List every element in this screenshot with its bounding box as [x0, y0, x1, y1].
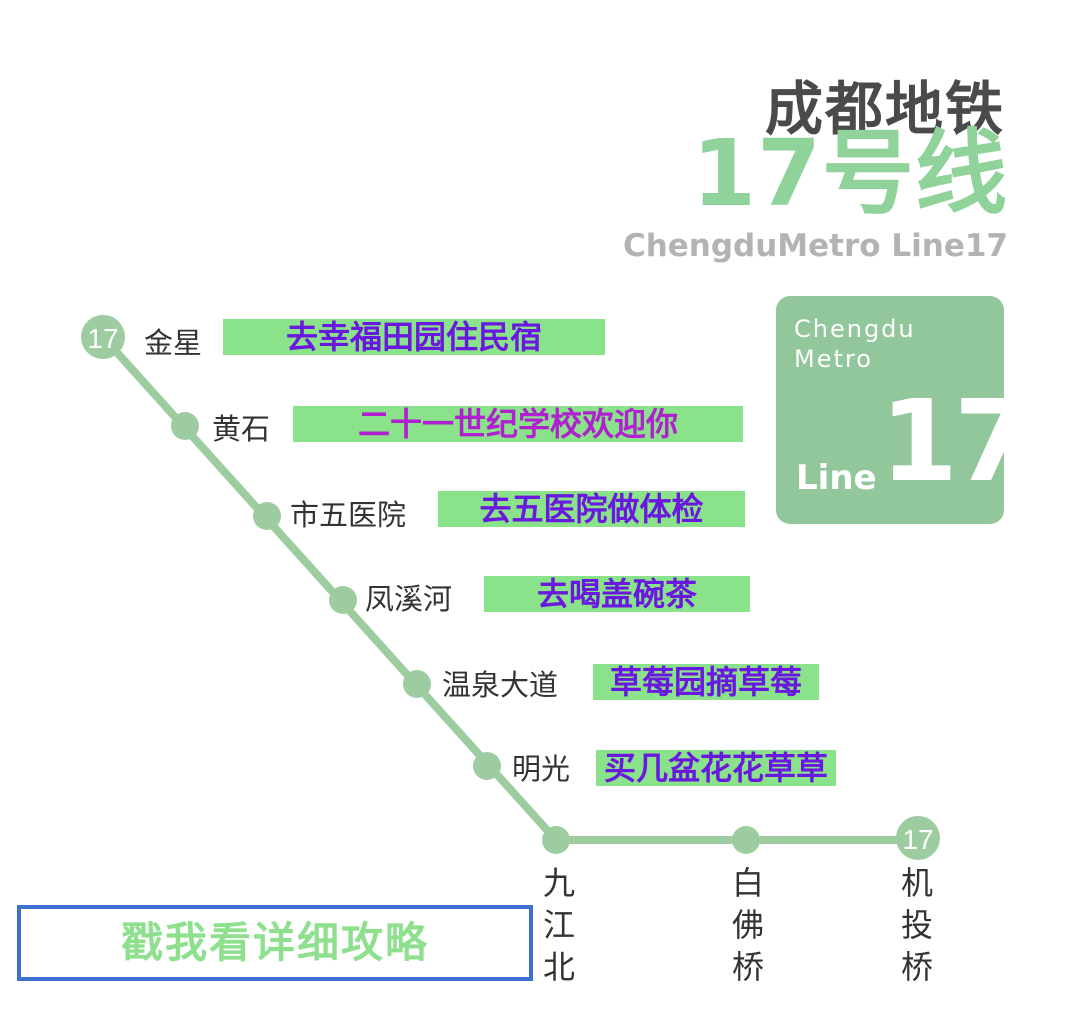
station-dot-jinxing [81, 315, 125, 359]
details-guide-button[interactable]: 戳我看详细攻略 [17, 905, 533, 981]
station-dot-mingguang [473, 752, 501, 780]
station-note: 草莓园摘草莓 [593, 664, 819, 700]
station-dot-jitouqiao [896, 816, 940, 860]
station-name: 明光 [512, 752, 571, 786]
station-dot-baifoqiao [732, 826, 760, 854]
station-char: 佛 [731, 906, 764, 944]
badge-city-label: Chengdu Metro [794, 314, 916, 374]
station-dot-shiwuyiyuan [253, 502, 281, 530]
station-name: 黄石 [212, 412, 271, 446]
station-char: 机 [900, 864, 933, 902]
station-note: 去喝盖碗茶 [484, 576, 750, 612]
station-char: 江 [542, 906, 575, 944]
station-note: 买几盆花花草草 [596, 750, 836, 786]
station-name: 金星 [144, 326, 203, 360]
badge-metro-text: Metro [794, 345, 873, 373]
station-name: 凤溪河 [365, 582, 453, 616]
station-name: 温泉大道 [442, 668, 559, 702]
station-name-vertical: 九 江 北 [542, 862, 576, 988]
title-english: ChengduMetro Line17 [622, 228, 1008, 264]
station-char: 九 [542, 864, 575, 902]
station-char: 投 [900, 906, 933, 944]
station-char: 桥 [731, 948, 764, 986]
station-name-vertical: 机 投 桥 [900, 862, 934, 988]
station-char: 北 [542, 948, 575, 986]
station-name-vertical: 白 佛 桥 [731, 862, 765, 988]
title-chengdu-metro: 成都地铁 [764, 75, 1005, 143]
station-dot-wenquandadao [403, 670, 431, 698]
badge-line-word: Line [796, 458, 877, 498]
station-dot-fengxihe [329, 586, 357, 614]
station-dot-jiujiangbei [542, 826, 570, 854]
line-17-badge: Chengdu Metro Line 17 [776, 296, 1032, 524]
title-line-17: 17号线 [691, 120, 1008, 227]
station-char: 桥 [900, 948, 933, 986]
badge-line-number: 17 [880, 377, 1032, 507]
station-name: 市五医院 [290, 498, 407, 532]
station-note: 去幸福田园住民宿 [223, 319, 605, 355]
station-char: 白 [731, 864, 764, 902]
terminal-icon-17-end: 17 [902, 824, 933, 855]
station-note: 去五医院做体检 [438, 491, 745, 527]
station-note: 二十一世纪学校欢迎你 [293, 406, 743, 442]
station-dot-huangshi [171, 412, 199, 440]
badge-chengdu-text: Chengdu [794, 315, 916, 343]
terminal-icon-17-start: 17 [87, 323, 118, 354]
